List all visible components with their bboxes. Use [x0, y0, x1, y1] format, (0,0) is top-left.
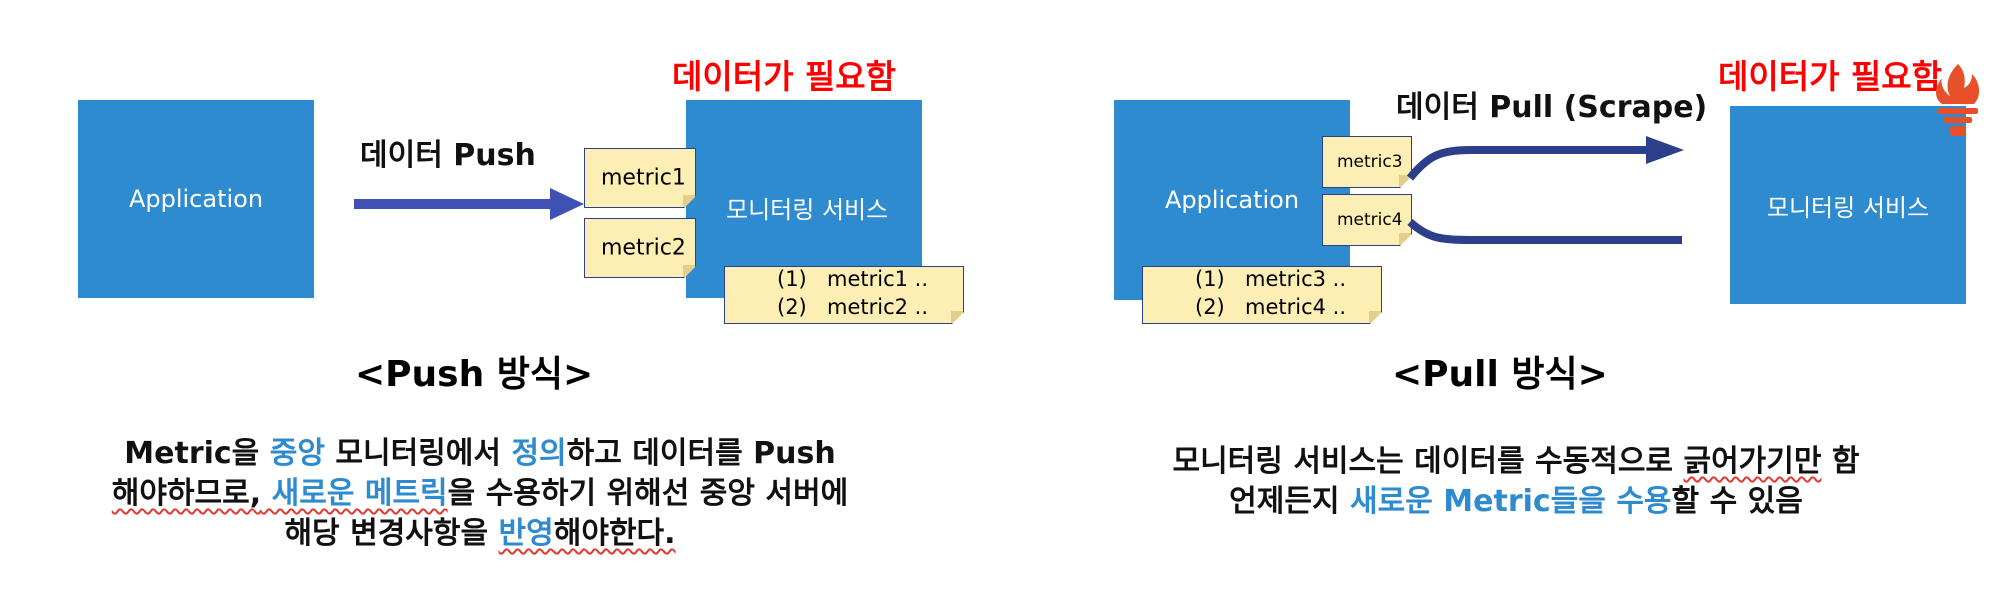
push-arrow [354, 188, 584, 220]
metric-note: metric3 [1322, 136, 1412, 188]
list-item-text: metric3 .. [1245, 267, 1347, 291]
desc-text: 언제든지 [1229, 484, 1351, 519]
desc-text: 긁어가기만 [1683, 444, 1822, 479]
required-label-pull: 데이터가 필요함 [1718, 57, 1943, 96]
metric-note-label: metric1 [601, 165, 686, 191]
list-item: (2) metric2 .. [777, 295, 928, 319]
desc-text: 함 [1821, 444, 1860, 479]
desc-highlight: 새로운 메트릭 [261, 476, 448, 511]
desc-text: 하고 데이터를 Push [566, 436, 836, 471]
pull-return-line [1407, 218, 1682, 244]
desc-text: 을 수용하기 위해선 중앙 서버에 [447, 476, 849, 511]
list-item: (1) metric3 .. [1195, 267, 1346, 291]
list-item-text: metric1 .. [827, 267, 929, 291]
list-item-text: metric4 .. [1245, 295, 1347, 319]
push-caption: <Push 방식> [355, 354, 594, 395]
metric-list-note: (1) metric3 .. (2) metric4 .. [1142, 266, 1382, 324]
metric-note: metric1 [584, 148, 696, 208]
desc-highlight: 새로운 Metric들을 수용 [1350, 484, 1672, 519]
desc-text: 해야한다. [553, 516, 676, 551]
desc-highlight: 정의 [511, 436, 567, 471]
metric-note-label: metric3 [1337, 152, 1403, 172]
desc-text: Metric을 [124, 436, 270, 471]
desc-highlight: 중앙 [269, 436, 325, 471]
metric-note-label: metric4 [1337, 210, 1403, 230]
desc-text: 해당 변경사항을 [284, 516, 499, 551]
list-item-number: (2) [1195, 295, 1225, 319]
push-arrow-label: 데이터 Push [360, 138, 536, 173]
desc-text: 모니터링 서비스는 데이터를 수동적으로 [1172, 444, 1684, 479]
pull-arrow [1406, 136, 1684, 181]
desc-text: 할 수 있음 [1671, 484, 1803, 519]
desc-text: 해야하므로, [111, 476, 262, 511]
desc-highlight: 반영 [498, 516, 554, 551]
list-item-number: (2) [777, 295, 807, 319]
list-item-number: (1) [777, 267, 807, 291]
list-item-text: metric2 .. [827, 295, 929, 319]
desc-text: 모니터링에서 [324, 436, 512, 471]
push-description-line: 해야하므로, 새로운 메트릭을 수용하기 위해선 중앙 서버에 [40, 474, 920, 514]
list-item: (1) metric1 .. [777, 267, 928, 291]
flame-torch-icon [1936, 64, 1980, 136]
pull-description: 모니터링 서비스는 데이터를 수동적으로 긁어가기만 함 언제든지 새로운 Me… [1076, 442, 1956, 522]
monitoring-service-box-push: 모니터링 서비스 [686, 100, 922, 298]
metric-note: metric2 [584, 218, 696, 278]
application-box-push: Application [78, 100, 314, 298]
application-label: Application [1164, 186, 1300, 214]
pull-description-line: 모니터링 서비스는 데이터를 수동적으로 긁어가기만 함 [1076, 442, 1956, 482]
monitoring-service-box-pull: 모니터링 서비스 [1730, 106, 1966, 304]
metric-note-label: metric2 [601, 235, 686, 261]
push-description-line: Metric을 중앙 모니터링에서 정의하고 데이터를 Push [40, 434, 920, 474]
pull-description-line: 언제든지 새로운 Metric들을 수용할 수 있음 [1076, 482, 1956, 522]
pull-caption: <Pull 방식> [1392, 354, 1608, 395]
monitoring-service-label: 모니터링 서비스 [1766, 193, 1930, 222]
push-description: Metric을 중앙 모니터링에서 정의하고 데이터를 Push 해야하므로, … [40, 434, 920, 554]
monitoring-service-label: 모니터링 서비스 [726, 196, 889, 224]
list-item-number: (1) [1195, 267, 1225, 291]
required-label-push: 데이터가 필요함 [672, 57, 897, 96]
list-item: (2) metric4 .. [1195, 295, 1346, 319]
metric-list-note: (1) metric1 .. (2) metric2 .. [724, 266, 964, 324]
push-description-line: 해당 변경사항을 반영해야한다. [40, 514, 920, 554]
pull-arrow-label: 데이터 Pull (Scrape) [1396, 90, 1708, 125]
application-label: Application [128, 185, 264, 213]
